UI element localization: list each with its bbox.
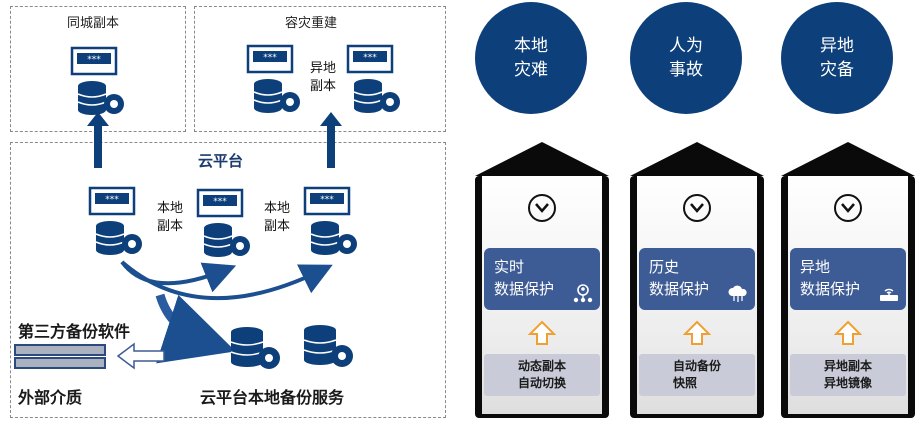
method-card: 动态副本自动切换 <box>484 354 600 396</box>
up-arrow-icon <box>320 112 342 168</box>
up-outline-arrow-icon <box>528 320 556 345</box>
local-replica-label-2: 本地副本 <box>264 201 291 234</box>
disaster-rebuild-box <box>194 6 446 132</box>
cloud-platform-box <box>10 142 446 418</box>
cloud-icon <box>728 285 747 302</box>
svg-text:***: *** <box>263 53 277 63</box>
cloud-local-backup-label: 云平台本地备份服务 <box>200 388 345 407</box>
protection-card: 实时数据保护 <box>484 248 600 310</box>
svg-text:***: *** <box>213 197 227 207</box>
server-database-icon: *** <box>70 46 124 115</box>
svg-text:***: *** <box>363 53 377 63</box>
chevron-down-circle-icon <box>528 194 556 222</box>
cloud-platform-title: 云平台 <box>198 152 244 170</box>
up-outline-arrow-icon <box>834 320 862 345</box>
column-panel: 历史数据保护 自动备份快照 <box>630 176 764 418</box>
up-outline-arrow-icon <box>683 320 711 345</box>
triangle-connector <box>475 142 609 176</box>
triangle-connector <box>630 142 764 176</box>
remote-replica-label: 异地副本 <box>310 61 337 94</box>
scenario-circle: 本地灾难 <box>475 2 587 114</box>
server-database-icon: *** <box>246 44 300 113</box>
server-database-icon: *** <box>196 188 250 257</box>
svg-text:***: *** <box>105 195 119 205</box>
server-database-icon: *** <box>303 186 357 255</box>
external-media-label: 外部介质 <box>18 388 83 407</box>
server-database-icon: *** <box>346 44 400 113</box>
tape-media-icon <box>14 344 106 369</box>
local-replica-label-1: 本地副本 <box>157 201 184 234</box>
svg-text:***: *** <box>320 195 334 205</box>
svg-text:***: *** <box>87 55 101 65</box>
column-panel: 实时数据保护 动态副本自动切换 <box>475 176 609 418</box>
replication-arrows <box>116 260 333 370</box>
protection-card: 异地数据保护 <box>790 248 906 310</box>
method-card: 异地副本异地镜像 <box>790 354 906 396</box>
disaster-rebuild-title: 容灾重建 <box>285 16 338 31</box>
chevron-down-circle-icon <box>683 194 711 222</box>
router-icon <box>880 288 898 301</box>
people-network-icon <box>573 284 593 303</box>
scenario-circle: 异地灾备 <box>781 2 893 114</box>
database-gear-icon <box>230 327 280 369</box>
protection-card: 历史数据保护 <box>639 248 755 310</box>
column-panel: 异地数据保护 异地副本异地镜像 <box>781 176 915 418</box>
chevron-down-circle-icon <box>834 194 862 222</box>
third-party-backup-label: 第三方备份软件 <box>18 322 131 341</box>
triangle-connector <box>781 142 915 176</box>
server-database-icon: *** <box>88 186 142 255</box>
method-card: 自动备份快照 <box>639 354 755 396</box>
scenario-circle: 人为事故 <box>630 2 742 114</box>
up-arrow-icon <box>87 112 109 168</box>
hollow-left-arrow <box>116 342 165 370</box>
database-gear-icon <box>303 325 353 367</box>
same-city-title: 同城副本 <box>67 16 120 31</box>
curved-arrow <box>155 293 236 364</box>
